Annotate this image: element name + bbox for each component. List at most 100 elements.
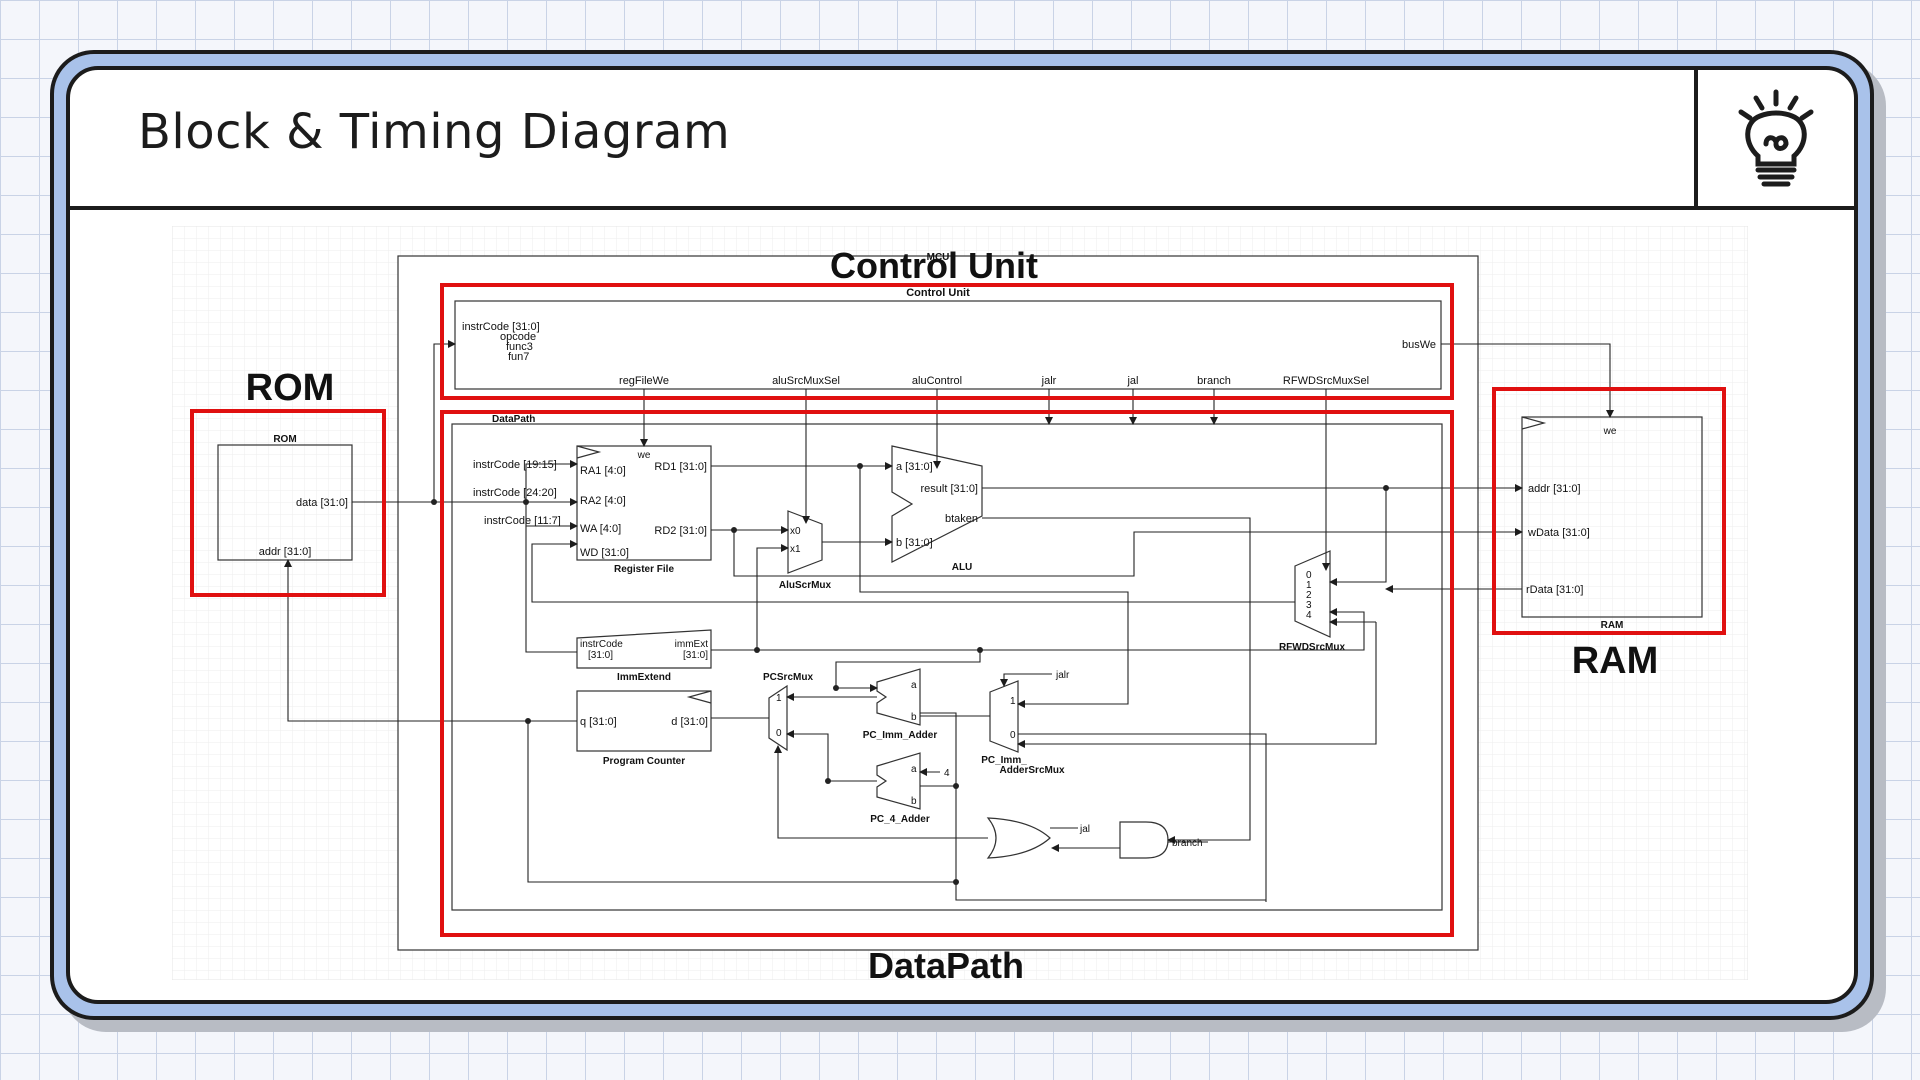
pc-src-mux xyxy=(768,684,788,752)
rf-ra1-port: RA1 [4:0] xyxy=(580,465,626,477)
imm-extend-box xyxy=(576,629,712,669)
ram-heading: RAM xyxy=(1572,640,1659,682)
cu-output-regfilewe: regFileWe xyxy=(619,375,669,387)
rfwd-mux-in-3: 3 xyxy=(1306,600,1312,611)
pc-src-mux-label: PCSrcMux xyxy=(763,672,813,683)
pc-imm-adder-src-mux-in0: 0 xyxy=(1010,730,1016,741)
rom-addr-port: addr [31:0] xyxy=(259,546,312,558)
pc-q-port: q [31:0] xyxy=(580,716,617,728)
rfwd-src-mux xyxy=(1294,550,1331,638)
program-counter-label: Program Counter xyxy=(603,756,685,767)
instr-field-11-7: instrCode [11:7] xyxy=(484,515,561,527)
pc-imm-adder-label: PC_Imm_Adder xyxy=(863,730,938,741)
pc-imm-adder-a: a xyxy=(911,680,917,691)
rfwd-src-mux-label: RFWDSrcMux xyxy=(1279,642,1346,653)
block-diagram-svg: Control Unit ROM RAM DataPath MCU Contro… xyxy=(172,226,1748,980)
alu-src-mux-label: AluScrMux xyxy=(779,580,832,591)
lightbulb-icon-box xyxy=(1694,70,1854,210)
mcu-box xyxy=(397,255,1479,951)
wires xyxy=(284,340,1614,902)
pc-4-adder-a: a xyxy=(911,764,917,775)
datapath-highlight xyxy=(440,410,1454,937)
instr-field-24-20: instrCode [24:20] xyxy=(473,487,557,499)
cu-input-opcode: opcode xyxy=(500,331,536,343)
pc-imm-adder-src-mux-label-1: PC_Imm_ xyxy=(981,755,1027,766)
imm-extend-out1: immExt xyxy=(675,639,709,650)
cu-output-buswe: busWe xyxy=(1402,339,1436,351)
junction-dots xyxy=(431,463,1389,885)
pc-4-adder-label: PC_4_Adder xyxy=(870,814,930,825)
pc-src-mux-in1: 1 xyxy=(776,693,782,704)
mcu-label: MCU xyxy=(927,252,950,263)
rf-wa-port: WA [4:0] xyxy=(580,523,621,535)
rf-we-port: we xyxy=(637,450,651,461)
rf-ra2-port: RA2 [4:0] xyxy=(580,495,626,507)
cu-output-alucontrol: aluControl xyxy=(912,375,962,387)
and-gate-branch-input: branch xyxy=(1172,838,1203,849)
alu-src-mux xyxy=(787,510,823,574)
rom-data-port: data [31:0] xyxy=(296,497,348,509)
rom-heading: ROM xyxy=(246,367,335,409)
register-file-clock-mark xyxy=(576,445,602,459)
rfwd-mux-in-2: 2 xyxy=(1306,590,1312,601)
imm-extend-label: ImmExtend xyxy=(617,672,671,683)
control-unit-label: Control Unit xyxy=(906,287,970,299)
pc-d-port: d [31:0] xyxy=(671,716,708,728)
datapath-box xyxy=(451,423,1443,911)
rfwd-mux-in-0: 0 xyxy=(1306,570,1312,581)
imm-extend-out2: [31:0] xyxy=(683,650,708,661)
cu-output-branch: branch xyxy=(1197,375,1231,387)
program-counter-clock-mark xyxy=(686,690,712,704)
pc-src-mux-in0: 0 xyxy=(776,728,782,739)
ram-label: RAM xyxy=(1601,620,1624,631)
cu-output-alusrcmuxsel: aluSrcMuxSel xyxy=(772,375,840,387)
cu-input-fun7: fun7 xyxy=(508,351,529,363)
ram-we-port: we xyxy=(1603,426,1617,437)
cu-input-instrcode: instrCode [31:0] xyxy=(462,321,540,333)
pc-imm-adder-src-mux-sel: jalr xyxy=(1055,670,1070,681)
alu-a-port: a [31:0] xyxy=(896,461,933,473)
ram-highlight xyxy=(1492,387,1726,635)
alu-result-port: result [31:0] xyxy=(921,483,978,495)
alu-label: ALU xyxy=(952,562,973,573)
alu-src-mux-in0: x0 xyxy=(790,526,801,537)
control-unit-highlight xyxy=(440,283,1454,400)
pc-imm-adder-src-mux-label-2: AdderSrcMux xyxy=(999,765,1064,776)
cu-input-func3: func3 xyxy=(506,341,533,353)
rfwd-mux-in-4: 4 xyxy=(1306,610,1312,621)
imm-extend-in2: [31:0] xyxy=(588,650,613,661)
imm-extend-in1: instrCode xyxy=(580,639,623,650)
block-diagram: Control Unit ROM RAM DataPath MCU Contro… xyxy=(172,226,1748,980)
rf-rd1-port: RD1 [31:0] xyxy=(654,461,707,473)
title-bar: Block & Timing Diagram xyxy=(70,70,1854,210)
cu-output-jalr: jalr xyxy=(1041,375,1057,387)
alu-src-mux-in1: x1 xyxy=(790,544,801,555)
highlight-boxes xyxy=(190,283,1726,937)
instr-field-19-15: instrCode [19:15] xyxy=(473,459,557,471)
datapath-heading: DataPath xyxy=(868,945,1024,980)
rfwd-mux-in-1: 1 xyxy=(1306,580,1312,591)
pc-imm-adder xyxy=(876,668,921,726)
rom-highlight xyxy=(190,409,386,597)
rf-wd-port: WD [31:0] xyxy=(580,547,629,559)
alu-btaken-port: btaken xyxy=(945,513,978,525)
page-title: Block & Timing Diagram xyxy=(138,104,731,160)
ram-clock-mark xyxy=(1521,416,1547,430)
pc-imm-adder-b: b xyxy=(911,712,917,723)
ram-rdata-port: rData [31:0] xyxy=(1526,584,1583,596)
pc-imm-adder-src-mux-in1: 1 xyxy=(1010,696,1016,707)
pc-4-adder xyxy=(876,752,921,810)
or-gate xyxy=(986,817,1051,859)
pc-4-adder-b: b xyxy=(911,796,917,807)
alu-b-port: b [31:0] xyxy=(896,537,933,549)
cu-output-rfwdsrcmuxsel: RFWDSrcMuxSel xyxy=(1283,375,1369,387)
or-gate-jal-input: jal xyxy=(1079,824,1090,835)
ram-addr-port: addr [31:0] xyxy=(1528,483,1581,495)
control-unit-heading: Control Unit xyxy=(830,245,1038,286)
rf-rd2-port: RD2 [31:0] xyxy=(654,525,707,537)
pc-4-adder-const: 4 xyxy=(944,768,950,779)
register-file-label: Register File xyxy=(614,564,674,575)
datapath-label: DataPath xyxy=(492,414,535,425)
ram-wdata-port: wData [31:0] xyxy=(1527,527,1590,539)
lightbulb-icon xyxy=(1738,89,1814,187)
